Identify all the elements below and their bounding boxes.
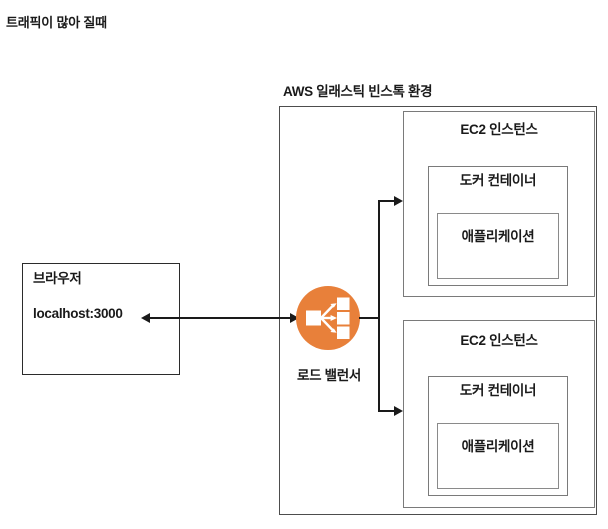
browser-box [22,263,180,375]
ec2-instance-box-2 [403,320,595,508]
lb-to-instance-2-arrow [394,406,403,416]
page-title: 트래픽이 많아 질때 [6,15,107,30]
lb-to-instance-1-arrow [394,196,403,206]
lb-to-instance-1-line [378,200,400,202]
load-balancer-icon [295,285,361,351]
application-label-2: 애플리케이션 [461,439,535,454]
browser-label: 브라우저 [33,271,82,286]
browser-lb-arrow-left [141,313,150,323]
load-balancer-label: 로드 밸런서 [296,368,362,383]
application-box-2 [437,423,559,489]
docker-container-label-1: 도커 컨테이너 [459,173,537,188]
docker-container-label-2: 도커 컨테이너 [459,383,537,398]
browser-url-text: localhost:3000 [33,306,123,321]
ec2-instance-label-1: EC2 인스턴스 [460,122,538,137]
lb-branch-trunk [378,200,380,412]
ec2-instance-label-2: EC2 인스턴스 [460,333,538,348]
application-label-1: 애플리케이션 [461,229,535,244]
lb-branch-stub [359,317,380,319]
browser-lb-connector [150,317,298,319]
application-box-1 [437,213,559,279]
aws-environment-box [279,106,597,515]
ec2-instance-box-1 [403,111,595,297]
browser-lb-arrow-right [290,313,299,323]
docker-container-box-1 [428,166,568,286]
lb-to-instance-2-line [378,410,400,412]
aws-environment-caption: AWS 일래스틱 빈스톡 환경 [283,84,433,99]
docker-container-box-2 [428,376,568,496]
